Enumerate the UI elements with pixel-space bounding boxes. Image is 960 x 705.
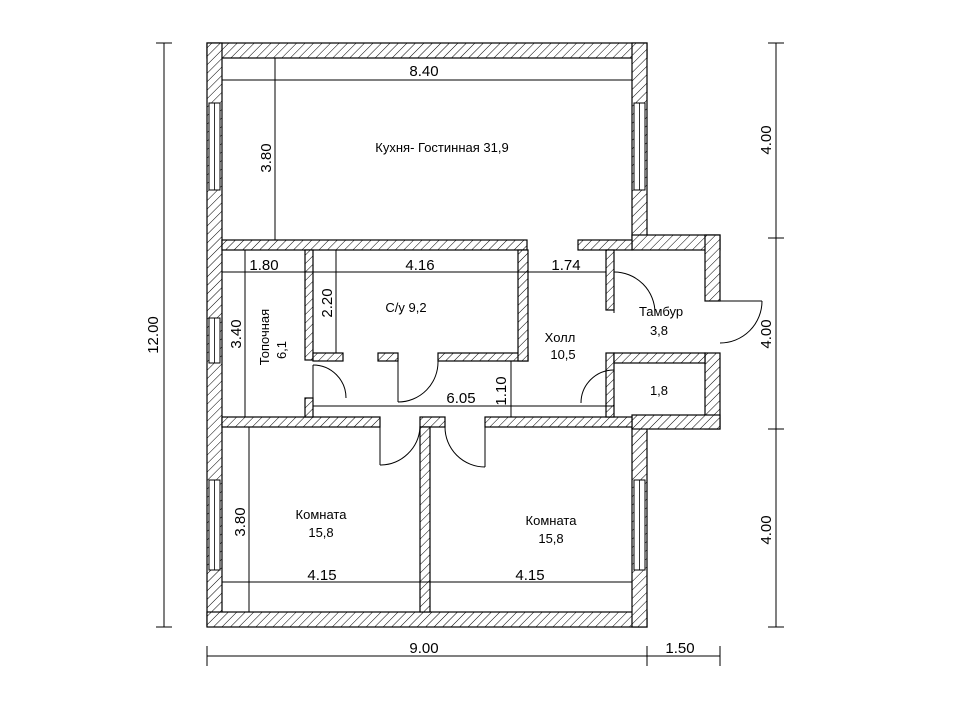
room-bedroom-left-label: Комната — [296, 507, 348, 522]
room-storage-area: 1,8 — [650, 383, 668, 398]
room-vestibule-label: Тамбур — [639, 304, 683, 319]
dim-bath-width: 4.16 — [405, 257, 434, 274]
dim-annex-width: 1.50 — [665, 640, 694, 657]
room-boiler-label: Топочная — [257, 309, 272, 365]
doors — [312, 271, 763, 468]
room-bedroom-left-area: 15,8 — [308, 525, 333, 540]
dim-right-bottom: 4.00 — [758, 515, 775, 544]
dim-bath-depth: 2.20 — [319, 288, 336, 317]
room-hall-area: 10,5 — [550, 347, 575, 362]
dim-right-middle: 4.00 — [758, 319, 775, 348]
inner-dimension-lines — [222, 58, 632, 612]
dim-corridor-length: 6.05 — [446, 390, 475, 407]
room-boiler-area: 6,1 — [274, 341, 289, 359]
room-bath-label: С/у 9,2 — [385, 300, 426, 315]
windows — [208, 102, 646, 571]
dim-bedroom-left-width: 4.15 — [307, 567, 336, 584]
dimension-labels: 8.40 3.80 1.80 4.16 1.74 2.20 3.40 6.05 … — [145, 63, 775, 657]
room-bedroom-right-label: Комната — [526, 513, 578, 528]
dim-total-height: 12.00 — [145, 316, 162, 354]
dim-right-top: 4.00 — [758, 125, 775, 154]
dim-bedroom-right-width: 4.15 — [515, 567, 544, 584]
room-labels: Кухня- Гостинная 31,9 С/у 9,2 Холл 10,5 … — [257, 140, 683, 546]
dim-bedroom-depth: 3.80 — [232, 507, 249, 536]
dim-total-width: 9.00 — [409, 640, 438, 657]
room-hall-label: Холл — [545, 330, 576, 345]
dim-kitchen-width: 8.40 — [409, 63, 438, 80]
dim-boiler-width: 1.80 — [249, 257, 278, 274]
room-bedroom-right-area: 15,8 — [538, 531, 563, 546]
dim-hall-width: 1.74 — [551, 257, 580, 274]
interior-walls — [221, 239, 706, 613]
dim-boiler-depth: 3.40 — [228, 319, 245, 348]
room-vestibule-area: 3,8 — [650, 323, 668, 338]
dim-corridor-width: 1.10 — [493, 376, 510, 405]
outer-dimension-lines — [156, 42, 784, 666]
room-kitchen-label: Кухня- Гостинная 31,9 — [375, 140, 508, 155]
dim-kitchen-depth: 3.80 — [258, 143, 275, 172]
